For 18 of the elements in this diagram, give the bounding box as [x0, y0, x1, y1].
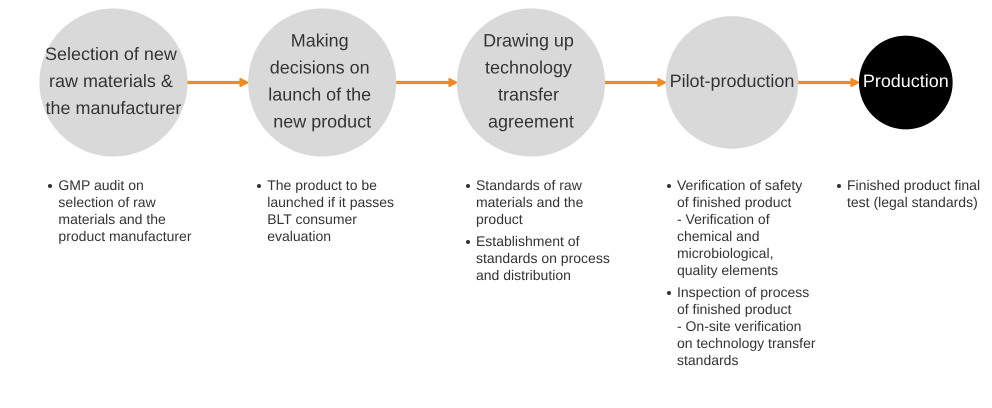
- bullet-note: Inspection of process of finished product: [676, 284, 810, 317]
- bullet-note: Establishment of standards on process and distribution: [476, 233, 610, 283]
- bullet-note: Standards of raw materials and the product: [476, 177, 584, 227]
- process-step-circle: Drawing up technology transfer agreement: [456, 8, 606, 157]
- process-step-circle: Production: [858, 36, 953, 130]
- bullet-note: Finished product final test (legal standards): [847, 177, 980, 210]
- process-step-circle: Pilot-production: [666, 16, 798, 149]
- arrow: [396, 78, 458, 88]
- bullet-note: - Verification of chemical and microbiological, quality elements: [676, 211, 778, 278]
- process-step-circle: Selection of new raw materials & the manufacturer: [39, 8, 188, 157]
- process-step-circle: Making decisions on launch of the new product: [248, 8, 396, 157]
- bullet-note: - On-site verification on technology transfer standards: [676, 318, 816, 368]
- arrow: [186, 78, 250, 88]
- bullet-note: GMP audit on selection of raw materials and the product manufacturer: [58, 177, 192, 244]
- arrow: [798, 78, 860, 88]
- arrow: [604, 78, 667, 88]
- bullet-note: The product to be launched if it passes BLT consumer evaluation: [267, 177, 394, 244]
- bullet-note: Verification of safety of finished product: [676, 177, 802, 210]
